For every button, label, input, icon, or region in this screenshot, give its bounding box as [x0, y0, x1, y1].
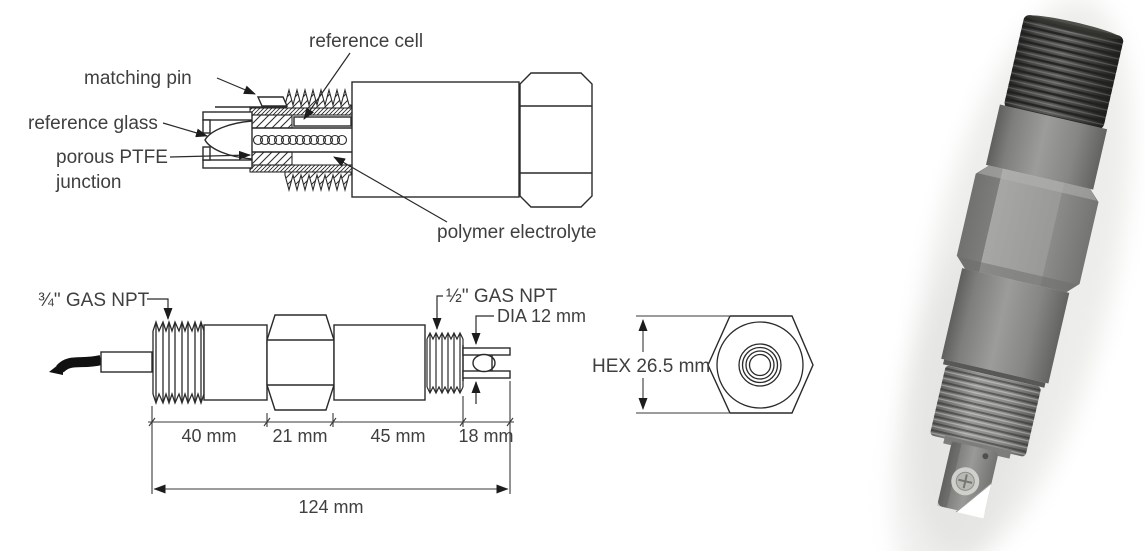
cable-sleeve — [100, 351, 153, 373]
label-34-gas-npt: ¾" GAS NPT — [38, 290, 150, 311]
label-12-gas-npt: ½" GAS NPT — [446, 286, 558, 307]
photo-bottom-threads — [930, 365, 1041, 459]
photo-hex-collar — [956, 165, 1099, 293]
thread-section-top — [284, 87, 352, 109]
reference-cell-tube — [293, 116, 352, 127]
dim-45mm: 45 mm — [370, 426, 425, 446]
photo-upper-body — [985, 104, 1108, 190]
segment-dimension-line — [148, 417, 514, 427]
body-section-1 — [203, 324, 268, 401]
cable — [49, 355, 103, 375]
reference-glass-bulb — [204, 120, 253, 160]
leader-reference-cell — [303, 52, 351, 120]
label-reference-glass: reference glass — [28, 113, 158, 134]
leader-porous-ptfe — [169, 150, 251, 160]
ptfe-block-top — [249, 114, 293, 129]
hex-dimension — [636, 315, 729, 414]
thread-section-12npt — [426, 331, 464, 395]
photo-body-step — [943, 359, 1046, 388]
sensor-body-outline — [351, 81, 520, 198]
label-dia-12: DIA 12 mm — [497, 306, 586, 326]
body-section-2 — [333, 324, 426, 401]
tip-protection-fork — [202, 111, 253, 169]
thread-section-34npt — [152, 319, 205, 406]
ptfe-junction-block — [249, 151, 293, 166]
matching-pin-shape — [215, 96, 289, 108]
sleeve-hatch-top — [249, 107, 353, 116]
dim-40mm: 40 mm — [181, 426, 236, 446]
cross-section-diagram: reference cell matching pin reference gl… — [28, 31, 596, 243]
hex-outline — [707, 315, 814, 414]
photo-tip-fork — [937, 441, 998, 519]
hex-nut-profile — [266, 314, 335, 411]
leader-34npt — [147, 298, 173, 320]
dim-124mm: 124 mm — [298, 497, 363, 517]
coupling-nut-outline — [519, 72, 593, 208]
photo-lower-body — [941, 268, 1070, 384]
dimension-drawing: ¾" GAS NPT ½" GAS NPT DIA 12 mm 40 mm 21… — [38, 286, 586, 517]
leader-reference-glass — [162, 122, 208, 138]
tip-glass-bulb — [472, 353, 496, 373]
leader-matching-pin — [216, 77, 256, 95]
photo-top-threads — [1004, 14, 1124, 130]
photo-tip-pin — [982, 453, 989, 460]
thread-section-bottom — [284, 171, 352, 193]
end-view-circles — [716, 321, 804, 409]
leader-12npt — [432, 295, 443, 330]
leader-dia-down — [471, 315, 494, 345]
sensor-tip — [462, 345, 511, 381]
label-porous-ptfe: porous PTFE — [56, 147, 168, 168]
label-polymer-electrolyte: polymer electrolyte — [437, 222, 596, 243]
sleeve-hatch-bottom — [249, 164, 353, 173]
photo-fork-notch — [956, 483, 992, 519]
hex-end-view: HEX 26.5 mm — [592, 315, 814, 414]
coil-electrode — [252, 134, 348, 146]
dim-18mm: 18 mm — [458, 426, 513, 446]
label-reference-cell: reference cell — [309, 31, 423, 52]
leader-polymer-electrolyte — [333, 156, 448, 223]
product-photo — [893, 0, 1131, 551]
label-junction: junction — [55, 172, 122, 193]
label-matching-pin: matching pin — [84, 68, 192, 89]
dim-21mm: 21 mm — [272, 426, 327, 446]
label-hex-26-5: HEX 26.5 mm — [592, 356, 710, 377]
